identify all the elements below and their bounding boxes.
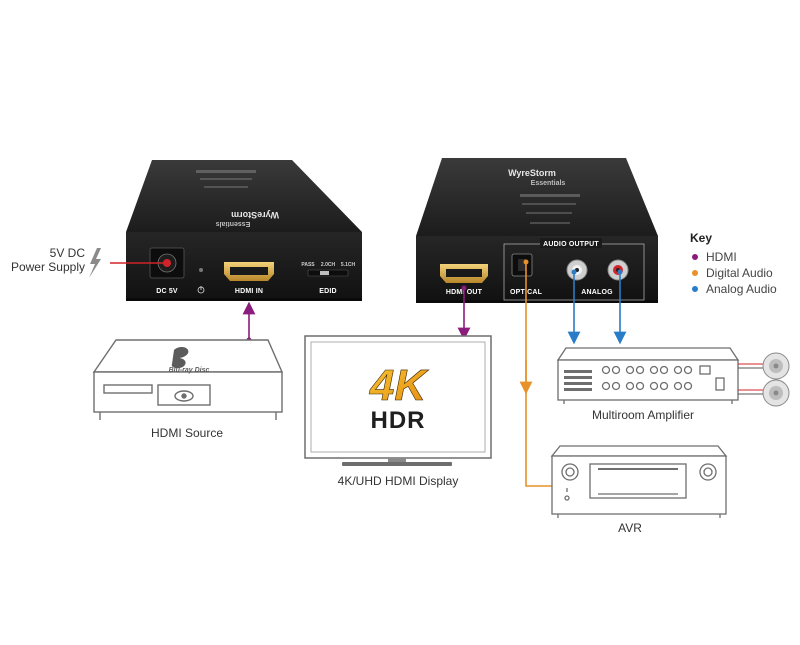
speaker-bottom — [762, 379, 790, 407]
display-hdr-badge: HDR — [371, 407, 426, 434]
speaker-top — [762, 352, 790, 380]
edid-option-2ch: 2.0CH — [321, 262, 336, 268]
hdmi-in-port[interactable] — [224, 262, 274, 281]
edid-switch-knob[interactable] — [320, 271, 329, 275]
analog-label: ANALOG — [581, 289, 613, 296]
legend-item-digital-audio: Digital Audio — [706, 266, 773, 280]
hdmi-out-port[interactable] — [440, 264, 488, 283]
display-label: 4K/UHD HDMI Display — [338, 474, 459, 488]
hdmi-source-device — [92, 339, 284, 420]
rca-white-jack[interactable] — [566, 259, 588, 281]
bluray-logo-text: Blu-ray Disc — [169, 367, 210, 374]
amplifier-label: Multiroom Amplifier — [592, 408, 694, 422]
legend-item-analog-audio: Analog Audio — [706, 282, 777, 296]
audio-output-label: AUDIO OUTPUT — [543, 241, 599, 248]
display-device: 4K HDR — [304, 335, 492, 466]
rca-red-jack[interactable] — [607, 259, 629, 281]
avr-label: AVR — [618, 521, 642, 535]
legend-dot-digital-audio — [692, 270, 698, 276]
hdmi-source-label: HDMI Source — [151, 426, 223, 440]
edid-option-pass: PASS — [301, 262, 315, 268]
dc-jack-pin — [163, 259, 171, 267]
power-supply: 5V DC Power Supply — [11, 246, 164, 278]
unit-right-sub: Essentials — [531, 180, 566, 187]
display-4k-badge: 4K — [369, 361, 429, 410]
lightning-bolt-icon — [89, 248, 101, 278]
legend-title: Key — [690, 231, 712, 245]
extractor-output-unit: WyreStorm Essentials HDMI OUT AUDIO OUTP… — [416, 158, 658, 303]
legend-dot-hdmi — [692, 254, 698, 260]
power-label-line2: Power Supply — [11, 260, 85, 274]
avr-device — [550, 445, 728, 518]
edid-label: EDID — [319, 288, 337, 295]
power-icon — [197, 286, 205, 294]
extractor-input-unit: WyreStorm Essentials DC 5V HDMI IN PASS … — [126, 160, 362, 301]
legend: Key HDMI Digital Audio Analog Audio — [690, 231, 777, 296]
dc-label: DC 5V — [156, 288, 178, 295]
bluray-logo: Blu-ray Disc — [169, 347, 210, 374]
edid-option-51ch: 5.1CH — [341, 262, 356, 268]
legend-dot-analog-audio — [692, 286, 698, 292]
hdmi-in-label: HDMI IN — [235, 288, 263, 295]
optical-port[interactable] — [511, 253, 533, 277]
amplifier-device — [556, 347, 740, 404]
unit-left-sub: Essentials — [216, 220, 251, 227]
power-label-line1: 5V DC — [50, 246, 86, 260]
legend-item-hdmi: HDMI — [706, 250, 737, 264]
optical-cable — [525, 262, 552, 487]
unit-left-top — [126, 160, 362, 232]
unit-left-brand: WyreStorm — [231, 210, 279, 220]
unit-right-brand: WyreStorm — [508, 168, 556, 178]
